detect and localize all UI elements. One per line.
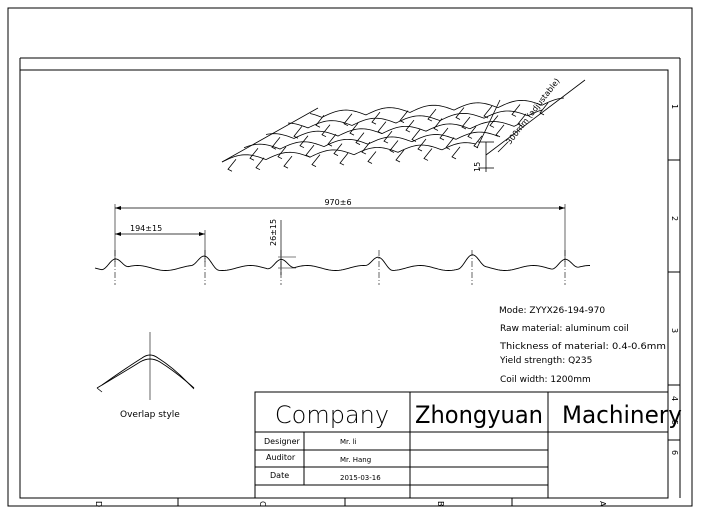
tile-step <box>495 124 505 138</box>
tile-row <box>265 121 521 139</box>
zone-label-right-3: 3 <box>670 328 679 333</box>
tile-step <box>427 108 437 122</box>
tile-step <box>339 152 349 166</box>
title-block-text: Company Zhongyuan Machinery Designer Mr.… <box>264 401 682 482</box>
tile-step <box>451 146 461 160</box>
tile-step <box>467 126 477 139</box>
tile-row <box>287 109 543 129</box>
tile-step <box>517 113 527 127</box>
tile-step <box>423 148 433 161</box>
tile-step <box>371 111 381 125</box>
profile-wave-line <box>94 254 591 271</box>
tile-step <box>311 154 321 167</box>
tile-step <box>367 151 377 164</box>
tile-step <box>271 136 281 150</box>
tile-step <box>327 133 337 147</box>
tile-step <box>439 127 449 141</box>
outer-frame <box>7 7 693 507</box>
tile-step <box>433 118 443 131</box>
tile-step <box>473 135 483 149</box>
tile-step <box>321 124 331 138</box>
tile-step <box>389 140 399 153</box>
tile-panel-edge <box>221 99 501 163</box>
zone-label-bottom-c: C <box>258 501 267 507</box>
tile-row <box>309 97 565 118</box>
tile-step <box>377 121 387 134</box>
company-word-machinery: Machinery <box>562 401 682 429</box>
designer-label: Designer <box>264 437 301 446</box>
spec-thickness: Thickness of material: 0.4-0.6mm <box>499 342 666 352</box>
rib-height-label: 26±15 <box>269 219 278 246</box>
total-width-label: 970±6 <box>324 198 351 207</box>
tile-step <box>343 113 353 127</box>
tile-step <box>383 130 393 144</box>
spec-notes: Mode: ZYYX26-194-970 Raw material: alumi… <box>499 306 666 385</box>
date-label: Date <box>270 471 289 480</box>
tile-step <box>361 141 371 155</box>
tile-step <box>511 104 521 117</box>
zone-label-right-5: 5 <box>670 420 679 425</box>
right-zone-strip: 1 2 3 4 5 6 <box>668 104 680 455</box>
overlap-style-label: Overlap style <box>120 410 180 420</box>
tile-step <box>411 129 421 142</box>
tile-row <box>243 131 499 150</box>
tile-step <box>315 114 325 128</box>
spec-coil-width: Coil width: 1200mm <box>500 375 591 385</box>
tile-step <box>305 144 315 158</box>
tile-step <box>355 132 365 145</box>
tile-step <box>483 105 493 119</box>
tile-step <box>283 155 293 169</box>
tile-step <box>455 107 465 120</box>
cross-section-profile <box>94 204 591 285</box>
zone-label-right-4: 4 <box>670 396 679 401</box>
tile-step <box>405 119 415 133</box>
zone-label-right-2: 2 <box>670 216 679 221</box>
auditor-value: Mr. Hang <box>340 456 371 464</box>
tile-step <box>255 157 265 171</box>
zone-label-bottom-d: D <box>94 501 103 507</box>
bottom-zone-strip: D C B A <box>94 498 607 507</box>
tile-step <box>349 122 359 136</box>
zone-label-right-6: 6 <box>670 450 679 455</box>
date-value: 2015-03-16 <box>340 474 381 482</box>
zone-label-right-1: 1 <box>670 104 679 109</box>
tile-step <box>395 149 405 163</box>
tile-step <box>399 110 409 123</box>
title-block <box>254 391 669 499</box>
tile-step <box>293 125 303 139</box>
company-word-company: Company <box>275 401 389 429</box>
auditor-label: Auditor <box>266 453 296 462</box>
drawing-area-frame <box>19 69 669 499</box>
tile-step <box>539 102 549 116</box>
spec-mode: Mode: ZYYX26-194-970 <box>499 306 605 316</box>
pitch-label: 194±15 <box>130 224 162 233</box>
tile-row <box>221 142 477 163</box>
tile-step <box>461 116 471 130</box>
tile-step <box>333 143 343 156</box>
zone-label-bottom-b: B <box>436 501 445 507</box>
panel-height-label: 15 <box>473 162 482 172</box>
spec-raw-material: Raw material: aluminum coil <box>500 324 629 334</box>
tile-step <box>417 138 427 152</box>
tile-step <box>489 115 499 128</box>
tile-step <box>299 135 309 149</box>
tile-panel-isometric <box>221 79 586 172</box>
tile-step <box>445 137 455 150</box>
tile-step <box>277 146 287 160</box>
designer-value: Mr. li <box>340 438 357 446</box>
tile-step <box>227 158 237 172</box>
tile-step <box>249 147 259 161</box>
overlap-style-sketch <box>96 332 195 400</box>
spec-yield-strength: Yield strength: Q235 <box>499 356 592 366</box>
company-word-zhongyuan: Zhongyuan <box>415 401 543 429</box>
zone-label-bottom-a: A <box>598 501 607 507</box>
